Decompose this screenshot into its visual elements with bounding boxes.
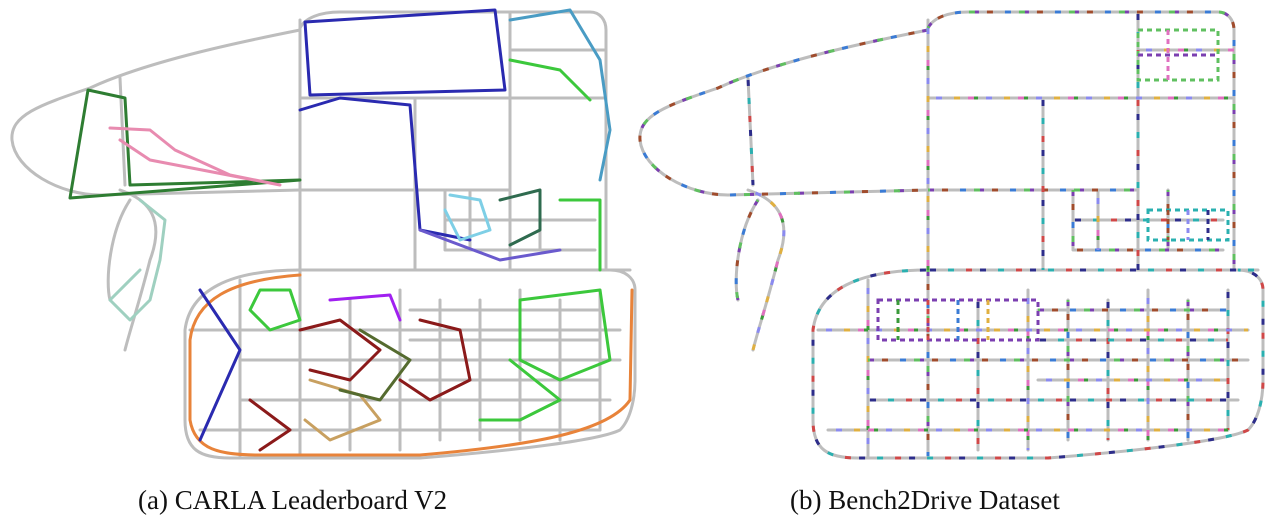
route-path (298, 96, 472, 242)
route-path (303, 8, 507, 97)
road-segment (183, 268, 637, 460)
route-grid-block (876, 298, 1040, 342)
caption-b: (b) Bench2Drive Dataset (790, 485, 1060, 515)
route-path (478, 358, 562, 422)
route-path (68, 88, 302, 200)
route-path (248, 288, 302, 332)
route-path (108, 126, 282, 187)
road-segment (298, 10, 608, 272)
route-path (328, 293, 402, 322)
route-grid-block (1136, 28, 1220, 82)
route-grid-block (1146, 208, 1230, 242)
town-map-routes-a (10, 8, 637, 460)
route-segment (1071, 190, 1223, 252)
route-segment (747, 188, 786, 351)
route-segment (926, 10, 1236, 270)
road-network (10, 10, 637, 460)
route-segment (746, 77, 755, 186)
route-path (338, 328, 412, 402)
route-segment (638, 28, 929, 197)
road-segment (638, 28, 930, 197)
road-segment (10, 28, 302, 197)
caption-a: (a) CARLA Leaderboard V2 (138, 485, 448, 515)
route-segment (734, 199, 760, 301)
route-path (398, 318, 472, 402)
route-path (188, 273, 634, 457)
town-map-routes-b (638, 10, 1265, 460)
route-path (508, 8, 612, 182)
route-segment (746, 77, 755, 186)
route-segment (747, 188, 786, 351)
panel-bench2drive-dataset (628, 0, 1267, 480)
route-path (443, 193, 492, 242)
route-path (418, 228, 562, 262)
route-segment (638, 28, 929, 197)
route-path (518, 288, 612, 382)
road-network (638, 10, 1265, 460)
route-path (508, 58, 592, 102)
route-segment (734, 199, 760, 301)
dense-route-overlay (638, 10, 1265, 460)
road-segment (106, 198, 132, 302)
route-segment (638, 28, 929, 197)
route-path (498, 188, 542, 247)
route-path (248, 398, 292, 452)
route-segment (638, 28, 929, 197)
panel-carla-leaderboard-v2 (0, 0, 640, 480)
route-path (298, 318, 382, 382)
route-path (108, 198, 167, 322)
route-path (558, 198, 602, 272)
road-segment (118, 76, 127, 187)
road-segment (811, 268, 1265, 460)
route-path (198, 288, 242, 442)
